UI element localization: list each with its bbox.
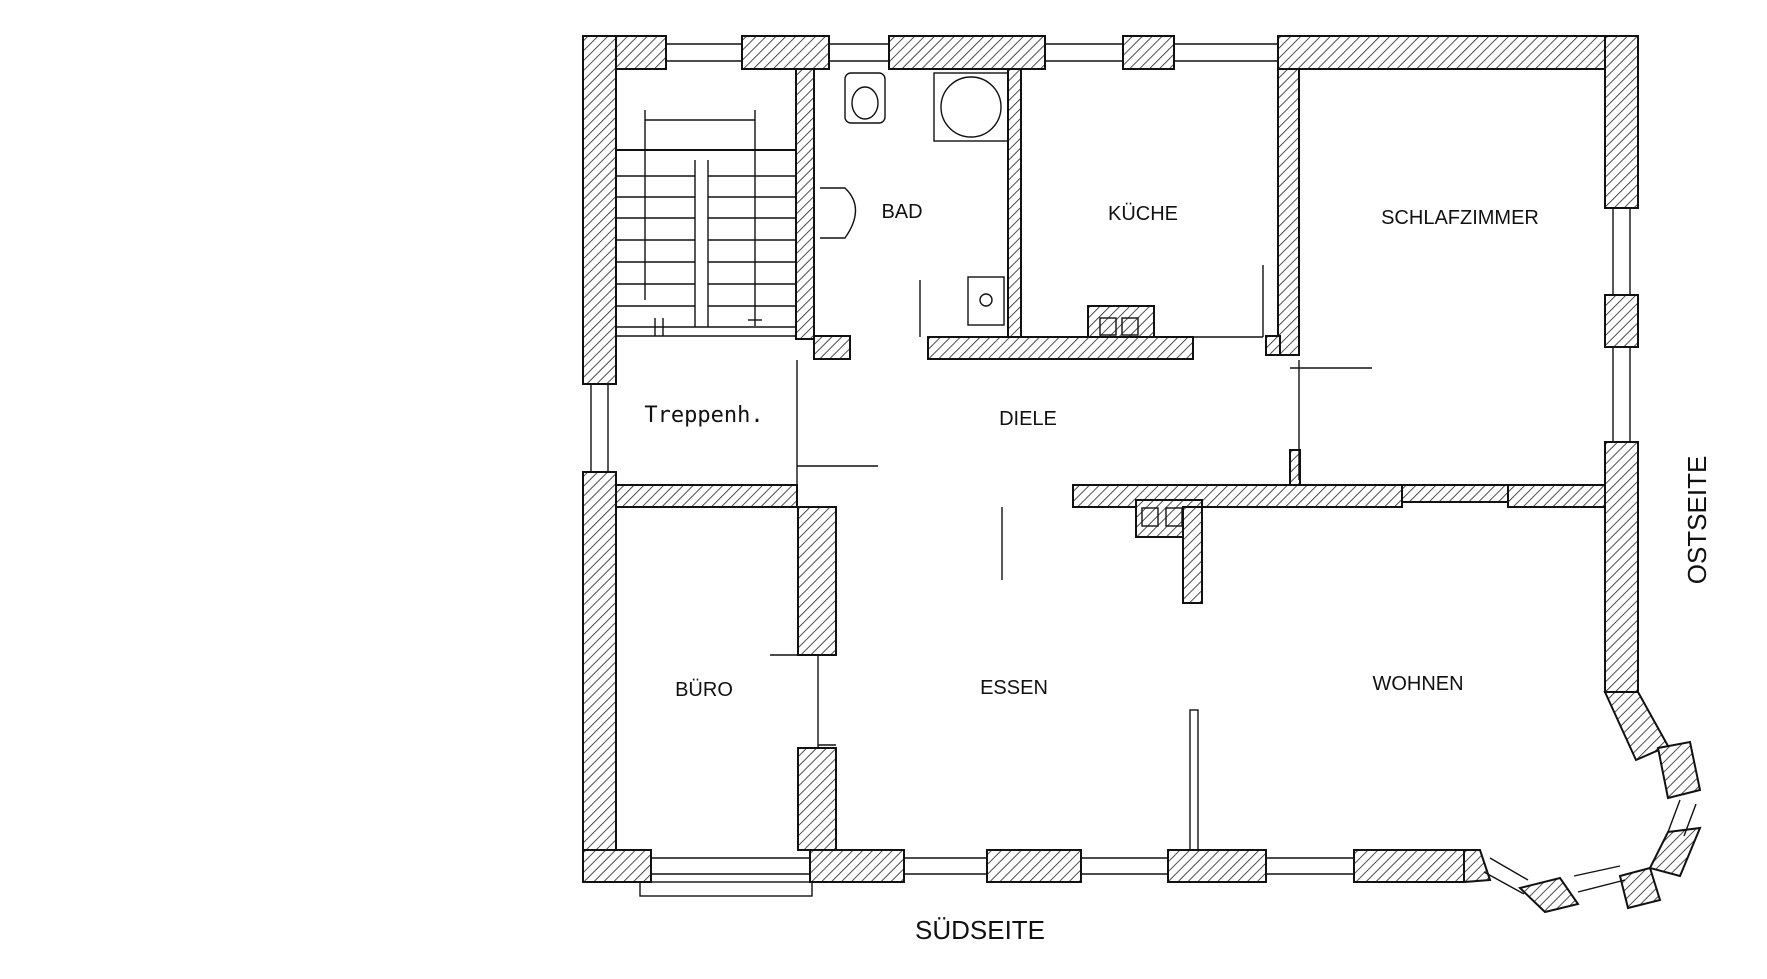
room-label-bad: BAD [881,201,922,223]
room-labels: BAD KÜCHE SCHLAFZIMMER Treppenh. DIELE B… [644,201,1539,701]
room-label-buero: BÜRO [675,679,733,701]
orientation-east-label: OSTSEITE [1682,456,1712,585]
windows [590,43,1697,897]
staircase [616,110,796,337]
room-label-kueche: KÜCHE [1108,203,1178,225]
room-label-schlafzimmer: SCHLAFZIMMER [1381,207,1539,229]
room-label-treppenhaus: Treppenh. [644,403,763,428]
doors-and-lines [770,265,1372,748]
room-label-wohnen: WOHNEN [1372,673,1463,695]
bathroom-fixtures [820,72,1009,326]
interior-walls [615,68,1606,851]
exterior-walls [582,35,1702,914]
room-label-diele: DIELE [999,408,1057,430]
room-label-essen: ESSEN [980,677,1048,699]
orientation-south-label: SÜDSEITE [915,915,1045,945]
